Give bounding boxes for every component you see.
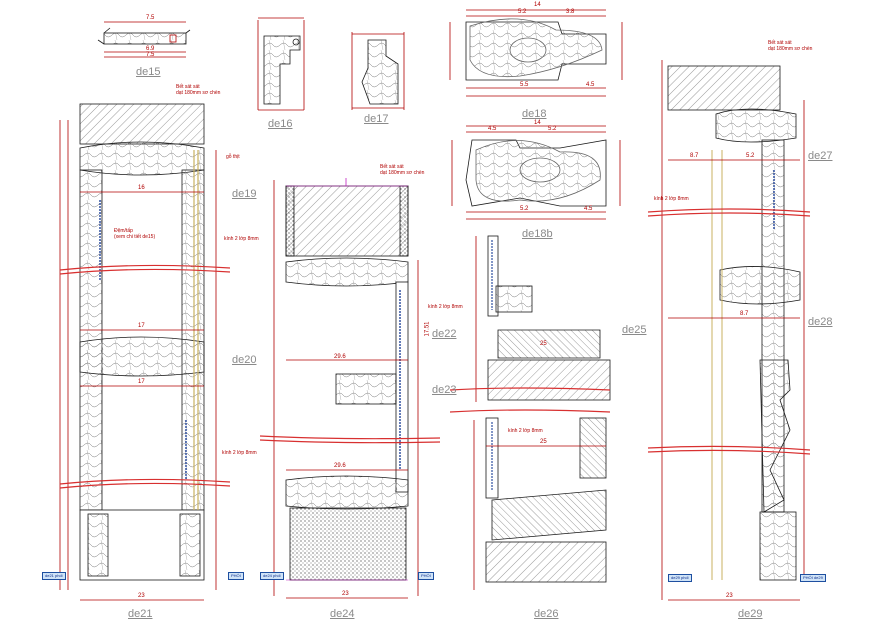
- detail-de21: [59, 103, 217, 601]
- dim-de18-b: 3.8: [566, 9, 575, 15]
- detail-de22-de23: [475, 235, 611, 402]
- note-frame: Đệm/tấp (xem chi tiết de15): [114, 228, 156, 240]
- note-beam-left: Bết sát sát dạt 180mm sơ chèn: [176, 84, 221, 96]
- dim-de24-w1: 29.6: [334, 354, 346, 360]
- label-de26: de26: [534, 608, 559, 620]
- dim-de18b-b: 5.2: [548, 126, 557, 132]
- label-de16: de16: [268, 118, 293, 130]
- detail-de18b: [451, 125, 621, 220]
- label-de24: de24: [330, 608, 355, 620]
- detail-de15: [97, 21, 191, 58]
- label-de19: de19: [232, 188, 257, 200]
- dim-de15-bot1: 6.9: [146, 46, 155, 52]
- dim-de18-a: 5.2: [518, 9, 527, 15]
- section-cut-lines: [59, 208, 811, 489]
- label-de18: de18: [522, 108, 547, 120]
- note-beam-right: Bết sát sát dạt 180mm sơ chèn: [768, 40, 813, 52]
- note-glass-left: kính 2 lớp 8mm: [224, 236, 259, 242]
- dim-de18b-d: 4.5: [584, 206, 593, 212]
- note-glass-mid: kính 2 lớp 8mm: [428, 304, 463, 310]
- dim-de21-w3: 17: [138, 379, 145, 385]
- label-de23: de23: [432, 384, 457, 396]
- dim-de29-total: 23: [726, 593, 733, 599]
- label-de21: de21: [128, 608, 153, 620]
- label-de27: de27: [808, 150, 833, 162]
- detail-de26: [473, 417, 607, 590]
- dim-de15-bot2: 7.5: [146, 52, 155, 58]
- tag-de24-right: PHỐI: [418, 572, 434, 580]
- label-de15: de15: [136, 66, 161, 78]
- note-glass-de26: kính 2 lớp 8mm: [508, 428, 543, 434]
- tag-de21-right: PHỐI: [228, 572, 244, 580]
- label-de22: de22: [432, 328, 457, 340]
- note-glass-left-low: kính 2 lớp 8mm: [222, 450, 257, 456]
- dim-de26-w: 25: [540, 439, 547, 445]
- dim-de24-total: 23: [342, 591, 349, 597]
- label-de25: de25: [622, 324, 647, 336]
- dim-de18-d: 5.5: [520, 82, 529, 88]
- note-beam-mid: Bết sát sát dạt 180mm sơ chèn: [380, 164, 425, 176]
- dim-de21-total: 23: [138, 593, 145, 599]
- dim-de29-a: 8.7: [690, 153, 699, 159]
- dim-de29-b: 5.2: [746, 153, 755, 159]
- label-de18b: de18b: [522, 228, 553, 240]
- dim-de15-top: 7.5: [146, 15, 155, 21]
- dim-de24-h: 17.51: [424, 321, 431, 337]
- dim-de29-c: 8.7: [740, 311, 749, 317]
- label-de17: de17: [364, 113, 389, 125]
- label-de20: de20: [232, 354, 257, 366]
- dim-de18b-a: 4.5: [488, 126, 497, 132]
- detail-de17: [351, 32, 405, 110]
- note-glass-right: kính 2 lớp 8mm: [654, 196, 689, 202]
- dim-de21-w2: 17: [138, 323, 145, 329]
- label-de29: de29: [738, 608, 763, 620]
- tag-de29-right: PHỐI de29: [800, 574, 826, 582]
- dim-de18b-c: 5.2: [520, 206, 529, 212]
- label-de28: de28: [808, 316, 833, 328]
- detail-de29: [661, 60, 805, 601]
- dim-de18-total: 14: [534, 2, 541, 8]
- dim-de21-w1: 16: [138, 185, 145, 191]
- tag-de21-left: de21 phối: [42, 572, 66, 580]
- dim-de24-w2: 29.6: [334, 463, 346, 469]
- dim-de26-w2: 25: [540, 341, 547, 347]
- dim-de18b-total: 14: [534, 120, 541, 126]
- detail-de18: [449, 9, 623, 97]
- tag-de29-left: de29 phối: [668, 574, 692, 582]
- detail-de24: [273, 178, 419, 599]
- tag-de24-left: de24 phối: [260, 572, 284, 580]
- dim-de18-c: 4.5: [586, 82, 595, 88]
- detail-de16: [257, 17, 305, 111]
- note-small: gỗ thịt: [226, 154, 240, 160]
